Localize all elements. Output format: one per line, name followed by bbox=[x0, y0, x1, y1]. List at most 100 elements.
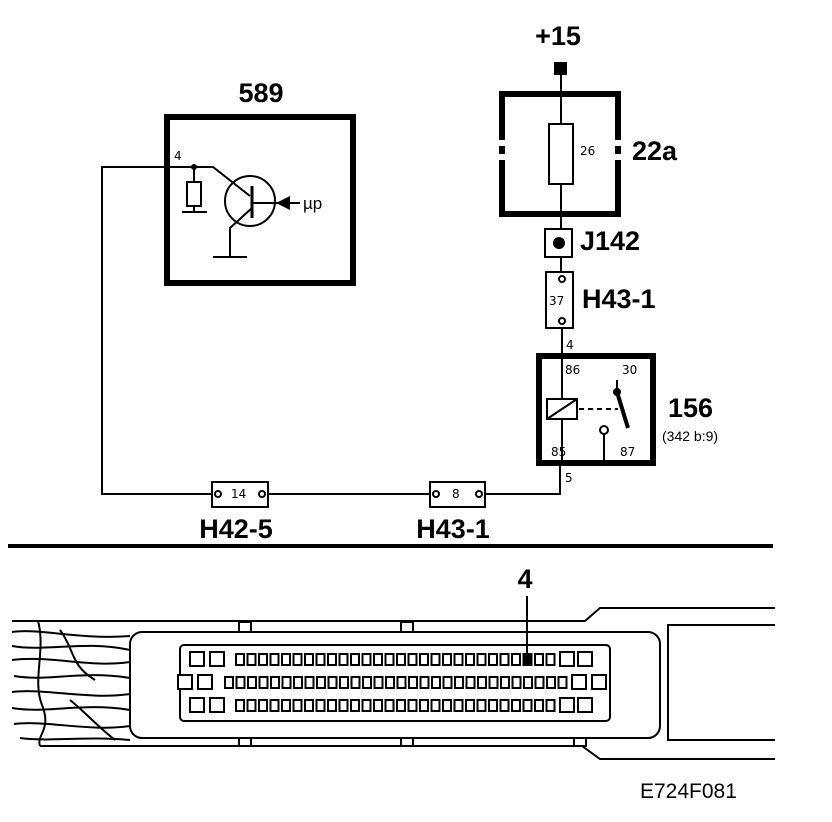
plug-latch-bracket bbox=[667, 624, 775, 741]
plug-pin bbox=[407, 653, 418, 666]
plug-pin bbox=[327, 653, 337, 666]
plug-pin bbox=[511, 699, 521, 712]
plug-pin bbox=[270, 676, 280, 689]
plug-pin bbox=[224, 676, 234, 689]
plug-large-pin bbox=[209, 697, 225, 713]
transistor-icon bbox=[224, 175, 276, 227]
plug-pin bbox=[327, 699, 337, 712]
plug-pin bbox=[511, 676, 522, 689]
control-unit-box bbox=[164, 114, 356, 286]
relay-contact-87 bbox=[599, 425, 609, 435]
plug-body bbox=[129, 631, 661, 739]
plug-pin bbox=[292, 653, 303, 666]
plug-pin bbox=[545, 653, 556, 666]
plug-large-pin bbox=[577, 651, 593, 667]
plug-pin bbox=[350, 653, 360, 666]
plug-pin bbox=[315, 699, 326, 712]
bundle-strand bbox=[19, 737, 131, 741]
plug-pin bbox=[327, 676, 338, 689]
plug-pin bbox=[534, 699, 544, 712]
connector-lower-contact-left bbox=[432, 490, 440, 498]
plug-pin bbox=[315, 653, 326, 666]
plug-pin bbox=[453, 699, 464, 712]
relay-label: 156 bbox=[668, 393, 713, 423]
transistor-emitter bbox=[229, 207, 253, 256]
plug-pin bbox=[373, 676, 384, 689]
connector-lower-contact-right bbox=[475, 490, 483, 498]
plug-pin bbox=[396, 676, 407, 689]
plug-pin bbox=[499, 699, 510, 712]
plug-pin bbox=[476, 653, 487, 666]
bundle-strand bbox=[69, 699, 116, 741]
plug-pin bbox=[511, 653, 521, 666]
control-unit-input-label: µp bbox=[303, 194, 322, 213]
plug-pin bbox=[522, 699, 533, 712]
plug-pin bbox=[534, 676, 545, 689]
plug-large-pin bbox=[577, 697, 593, 713]
connector-lower-label: H43-1 bbox=[416, 514, 490, 544]
relay-terminal-87: 87 bbox=[620, 445, 635, 459]
plug-pin bbox=[488, 653, 498, 666]
plug-pin bbox=[442, 653, 452, 666]
relay-terminal-86: 86 bbox=[565, 363, 580, 377]
plug-pin bbox=[534, 653, 544, 666]
plug-large-pin bbox=[209, 651, 225, 667]
plug-pin bbox=[293, 676, 303, 689]
bundle-break-line bbox=[37, 620, 47, 747]
wire-left-connector-to-control-unit bbox=[101, 166, 212, 495]
relay-box bbox=[536, 353, 656, 466]
fuse-element bbox=[548, 123, 574, 185]
wire-bundle bbox=[11, 620, 131, 747]
plug-notch bbox=[400, 621, 414, 633]
plug-pin bbox=[246, 699, 257, 712]
plug-pin bbox=[258, 676, 269, 689]
input-arrow-icon bbox=[276, 196, 290, 210]
plug-pin bbox=[476, 699, 487, 712]
connector-upper-contact-top bbox=[558, 275, 566, 283]
plug-pin bbox=[465, 653, 475, 666]
plug-outline-bottom bbox=[40, 745, 775, 760]
bundle-strand bbox=[11, 644, 131, 651]
plug-pin bbox=[488, 699, 498, 712]
bundle-strand bbox=[11, 690, 131, 697]
plug-pin bbox=[281, 699, 291, 712]
plug-pin bbox=[557, 676, 568, 689]
junction-dot bbox=[553, 237, 565, 249]
connector-lower-pin: 8 bbox=[452, 487, 460, 501]
plug-pin bbox=[419, 676, 430, 689]
plug-pin bbox=[546, 676, 556, 689]
plug-pin bbox=[384, 653, 395, 666]
bundle-strand bbox=[11, 657, 131, 665]
relay-terminal-85: 85 bbox=[551, 445, 566, 459]
plug-pin bbox=[235, 699, 245, 712]
plug-pin bbox=[338, 653, 349, 666]
plug-pin bbox=[235, 676, 246, 689]
plug-notch bbox=[238, 621, 252, 633]
bundle-strand bbox=[11, 630, 131, 638]
plug-pin bbox=[247, 676, 257, 689]
connector-left-contact-right bbox=[258, 490, 266, 498]
plug-pin bbox=[304, 676, 315, 689]
relay-wire-out-pin: 5 bbox=[565, 471, 573, 485]
plug-large-pin bbox=[571, 674, 587, 690]
plug-pin-array bbox=[177, 651, 607, 713]
plug-pin bbox=[362, 676, 372, 689]
wire-relay-to-lower-connector bbox=[485, 463, 561, 495]
plug-pin bbox=[453, 653, 464, 666]
connector-upper-pin: 37 bbox=[549, 294, 564, 308]
plug-large-pin bbox=[177, 674, 193, 690]
bundle-strand bbox=[13, 674, 131, 679]
plug-pin bbox=[431, 676, 441, 689]
plug-pin bbox=[339, 676, 349, 689]
plug-notch bbox=[238, 737, 252, 747]
connector-upper-label: H43-1 bbox=[582, 284, 656, 314]
supply-terminal bbox=[554, 62, 567, 75]
plug-pin bbox=[350, 699, 360, 712]
plug-pin bbox=[419, 699, 429, 712]
relay-coil-diagonal bbox=[546, 398, 578, 420]
plug-pin bbox=[385, 676, 395, 689]
connector-upper-contact-bottom bbox=[558, 317, 566, 325]
plug-pin bbox=[281, 653, 291, 666]
relay-terminal-30: 30 bbox=[622, 363, 637, 377]
